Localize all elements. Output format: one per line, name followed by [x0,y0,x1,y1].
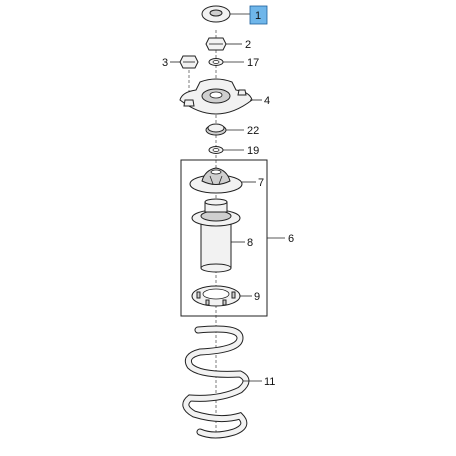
part-19-washer[interactable] [208,146,224,154]
callout-7: 7 [258,177,264,189]
callout-6: 6 [288,233,294,245]
part-2-nut[interactable] [205,37,227,51]
part-3-nut[interactable] [179,55,199,69]
part-4-strut-mount[interactable] [179,78,253,115]
part-1-cap[interactable] [201,5,231,23]
part-11-coil-spring[interactable] [182,325,250,439]
callout-3: 3 [162,57,168,69]
part-17-washer[interactable] [208,58,224,66]
callout-2: 2 [245,39,251,51]
callout-4: 4 [264,95,270,107]
callout-9: 9 [254,291,260,303]
callout-22: 22 [247,125,259,137]
part-8-bump-stop-boot[interactable] [191,198,241,273]
callout-1-highlight[interactable] [249,5,268,25]
callout-1: 1 [255,10,261,22]
callout-8: 8 [247,237,253,249]
callout-19: 19 [247,145,259,157]
callout-11: 11 [264,376,275,388]
callout-17: 17 [247,57,259,69]
part-9-lower-seat-ring[interactable] [191,285,241,307]
part-22-bearing[interactable] [205,123,227,136]
part-7-upper-spring-seat[interactable] [189,167,243,194]
